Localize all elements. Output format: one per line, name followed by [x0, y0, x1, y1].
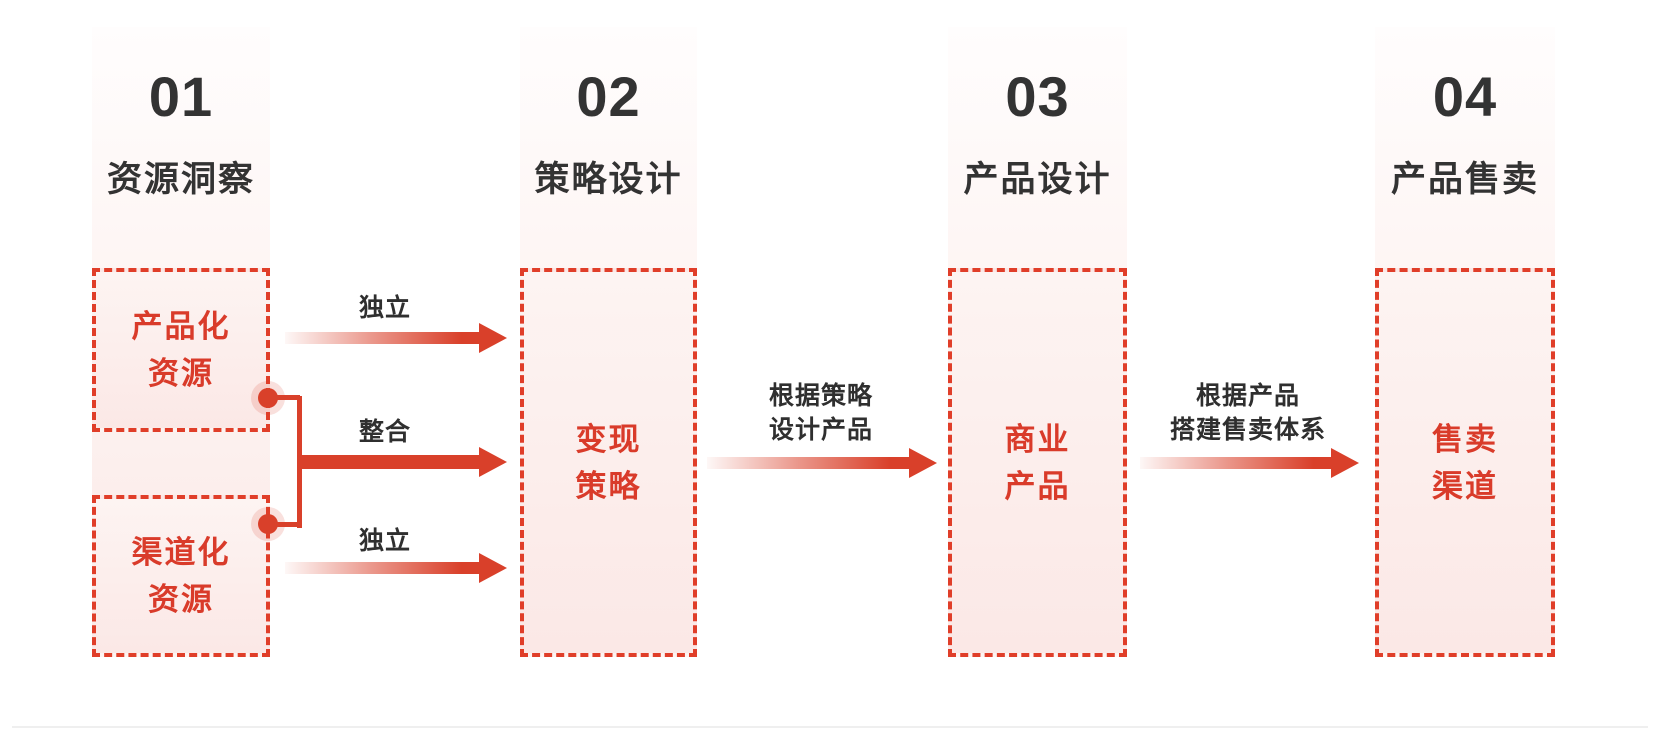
- arrow-shaft: [285, 332, 481, 344]
- arrow-label-line: 根据产品: [1195, 382, 1300, 410]
- arrow-label-strategy-to-product: 根据策略 设计产品: [716, 379, 926, 447]
- stage-title: 产品设计: [963, 160, 1112, 199]
- arrow-label-independent-top: 独立: [358, 294, 411, 322]
- arrowhead-icon: [479, 447, 507, 477]
- arrow-label-integrate: 整合: [358, 418, 411, 446]
- arrow-label-line: 搭建售卖体系: [1169, 416, 1326, 444]
- box-label-line: 资源: [148, 356, 214, 391]
- box-productized-resources: 产品化 资源: [92, 268, 270, 432]
- arrowhead-icon: [479, 553, 507, 583]
- arrow-label-independent-bottom: 独立: [358, 527, 411, 555]
- box-commercial-product: 商业 产品: [948, 268, 1127, 657]
- arrow-shaft: [299, 455, 481, 469]
- arrow-label-line: 根据策略: [768, 382, 873, 410]
- box-label-line: 变现: [575, 421, 642, 457]
- stage-title: 产品售卖: [1390, 160, 1539, 199]
- arrowhead-icon: [479, 323, 507, 353]
- box-label-line: 资源: [148, 582, 214, 617]
- box-channelized-resources: 渠道化 资源: [92, 495, 270, 657]
- arrow-shaft: [285, 562, 481, 574]
- stage-title: 资源洞察: [106, 160, 255, 199]
- stage-number: 04: [1432, 65, 1498, 128]
- stage-number: 02: [576, 65, 641, 128]
- stage-number: 03: [1005, 65, 1070, 128]
- arrow-shaft: [707, 457, 911, 469]
- connector-line: [268, 395, 300, 400]
- box-label-line: 售卖: [1432, 421, 1498, 457]
- box-label-line: 产品: [1004, 468, 1071, 504]
- arrow-label-product-to-channel: 根据产品 搭建售卖体系: [1133, 379, 1363, 447]
- stage-number: 01: [148, 65, 214, 128]
- box-label-line: 商业: [1004, 421, 1071, 457]
- box-monetization-strategy: 变现 策略: [520, 268, 697, 657]
- box-label-line: 策略: [575, 468, 642, 504]
- arrow-shaft: [1140, 457, 1333, 469]
- bottom-divider: [12, 726, 1648, 728]
- box-label-line: 渠道: [1432, 468, 1498, 504]
- arrow-label-line: 设计产品: [768, 416, 873, 444]
- arrowhead-icon: [909, 448, 937, 478]
- box-sales-channel: 售卖 渠道: [1375, 268, 1555, 657]
- arrowhead-icon: [1331, 448, 1359, 478]
- box-label-line: 渠道化: [131, 535, 231, 570]
- stage-title: 策略设计: [534, 160, 683, 199]
- box-label-line: 产品化: [131, 309, 231, 344]
- connector-line: [268, 522, 300, 527]
